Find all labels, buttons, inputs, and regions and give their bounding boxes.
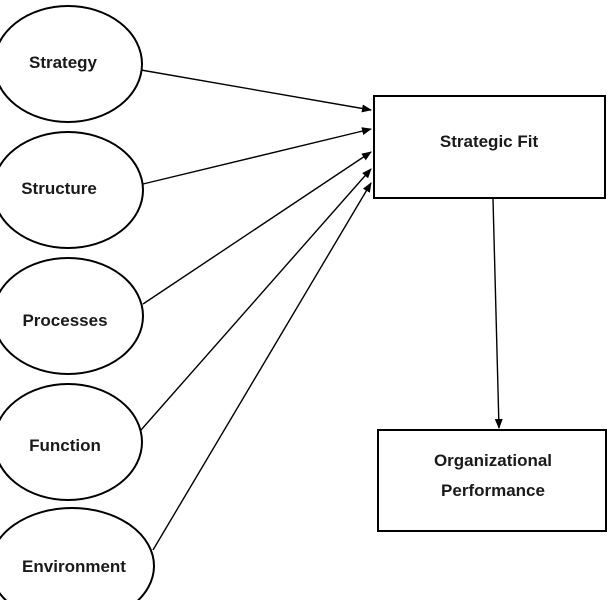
node-organizational-performance-label-line1: Organizational bbox=[434, 451, 552, 470]
node-organizational-performance: Organizational Performance bbox=[377, 429, 607, 532]
node-environment: Environment bbox=[0, 507, 155, 600]
edge-function-to-strategic-fit bbox=[140, 168, 372, 431]
node-function-label: Function bbox=[29, 436, 101, 455]
node-function: Function bbox=[0, 383, 143, 501]
edge-environment-to-strategic-fit bbox=[152, 182, 372, 551]
node-strategy-label: Strategy bbox=[29, 53, 98, 72]
edge-strategic-fit-to-organizational-performance bbox=[492, 198, 503, 429]
node-structure: Structure bbox=[0, 131, 144, 249]
node-strategy: Strategy bbox=[0, 5, 143, 123]
node-structure-label: Structure bbox=[21, 179, 97, 198]
edge-structure-to-strategic-fit bbox=[142, 127, 372, 185]
node-organizational-performance-label-line2: Performance bbox=[441, 481, 545, 500]
edge-strategy-to-strategic-fit bbox=[140, 69, 372, 113]
node-processes-label: Processes bbox=[22, 311, 107, 330]
edges bbox=[140, 69, 503, 551]
node-strategic-fit-label: Strategic Fit bbox=[440, 132, 539, 151]
edge-processes-to-strategic-fit bbox=[142, 151, 372, 305]
node-environment-label: Environment bbox=[22, 557, 126, 576]
node-strategic-fit: Strategic Fit bbox=[373, 95, 606, 199]
node-processes: Processes bbox=[0, 257, 144, 375]
